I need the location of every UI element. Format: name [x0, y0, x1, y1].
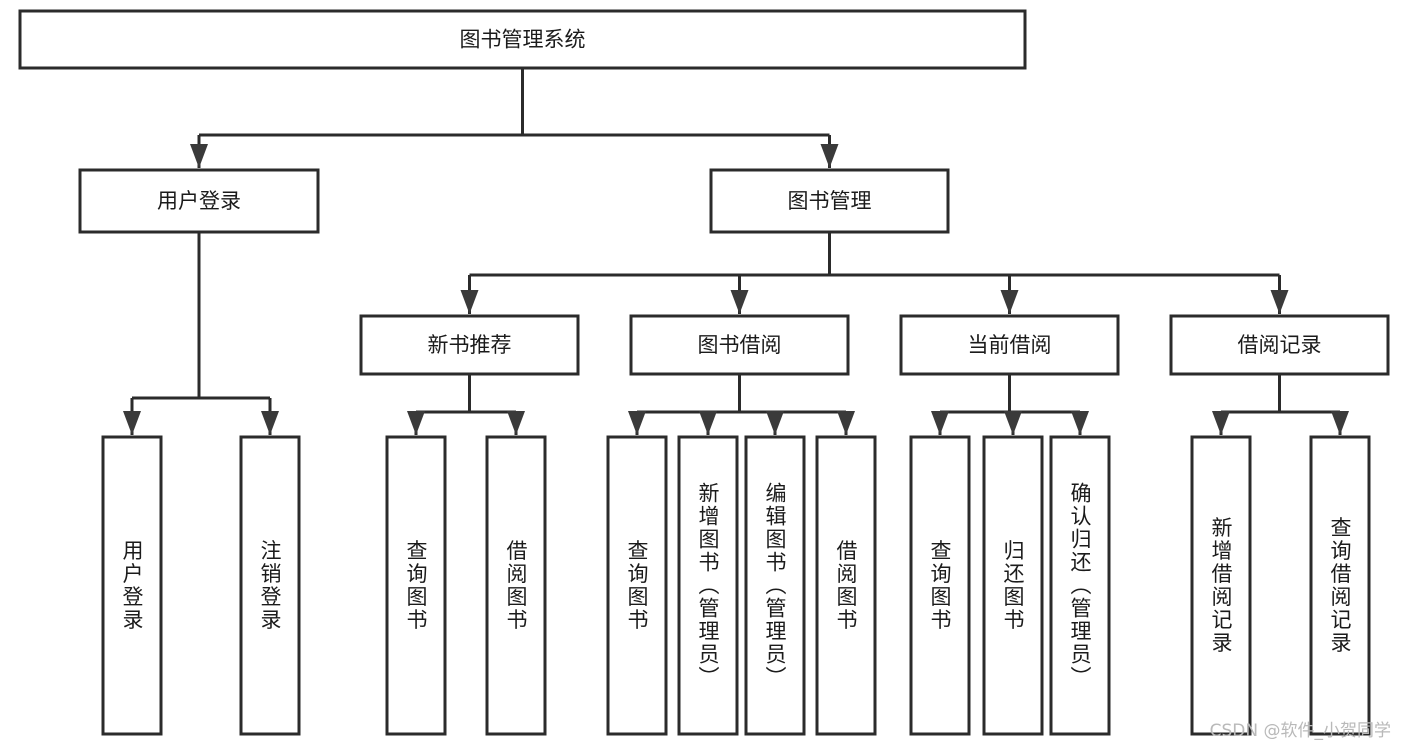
node-label: 借阅图书	[834, 540, 858, 632]
node-root[interactable]: 图书管理系统	[18, 9, 1027, 70]
node-box	[385, 435, 447, 736]
node-leaf-4[interactable]: 查询图书	[606, 435, 668, 736]
node-box	[1049, 435, 1111, 736]
node-box	[899, 314, 1120, 376]
node-label: 查询图书	[404, 540, 428, 632]
node-leaf-6[interactable]: 编辑图书（管理员）	[744, 435, 806, 736]
node-leaf-9[interactable]: 归还图书	[982, 435, 1044, 736]
arrow-head-icon	[407, 411, 425, 435]
arrow-head-icon	[1331, 411, 1349, 435]
node-level2-0[interactable]: 用户登录	[78, 168, 320, 234]
node-box	[744, 435, 806, 736]
arrow-head-icon	[1004, 411, 1022, 435]
node-box	[629, 314, 850, 376]
node-label: 借阅记录	[1238, 333, 1322, 357]
node-level3-1[interactable]: 图书借阅	[629, 314, 850, 376]
connector-layer	[123, 68, 1349, 435]
arrow-head-icon	[931, 411, 949, 435]
arrow-head-icon	[507, 411, 525, 435]
node-label: 新增借阅记录	[1209, 517, 1233, 655]
node-label: 新增图书（管理员）	[696, 482, 720, 689]
node-label: 用户登录	[120, 540, 144, 632]
node-box	[909, 435, 971, 736]
node-box	[1190, 435, 1252, 736]
node-box	[1169, 314, 1390, 376]
node-label: 注销登录	[258, 540, 282, 632]
arrow-head-icon	[1071, 411, 1089, 435]
node-box	[359, 314, 580, 376]
node-label: 查询借阅记录	[1328, 517, 1352, 655]
node-box	[18, 9, 1027, 70]
node-label: 归还图书	[1001, 540, 1025, 632]
node-label: 新书推荐	[428, 333, 512, 357]
node-box	[78, 168, 320, 234]
node-level3-2[interactable]: 当前借阅	[899, 314, 1120, 376]
node-leaf-2[interactable]: 查询图书	[385, 435, 447, 736]
node-box	[485, 435, 547, 736]
arrow-head-icon	[820, 144, 839, 168]
arrow-head-icon	[1212, 411, 1230, 435]
node-label: 借阅图书	[504, 540, 528, 632]
node-label: 查询图书	[928, 540, 952, 632]
node-leaf-11[interactable]: 新增借阅记录	[1190, 435, 1252, 736]
node-label: 用户登录	[157, 189, 241, 213]
arrow-head-icon	[699, 411, 717, 435]
node-label: 查询图书	[625, 540, 649, 632]
node-leaf-12[interactable]: 查询借阅记录	[1309, 435, 1371, 736]
node-label: 确认归还（管理员）	[1068, 482, 1092, 689]
node-box	[1309, 435, 1371, 736]
node-label: 编辑图书（管理员）	[763, 482, 787, 689]
node-box	[815, 435, 877, 736]
node-box	[606, 435, 668, 736]
node-label: 图书管理	[788, 189, 872, 213]
arrow-head-icon	[1270, 290, 1289, 314]
node-leaf-3[interactable]: 借阅图书	[485, 435, 547, 736]
arrow-head-icon	[628, 411, 646, 435]
arrow-head-icon	[190, 144, 208, 168]
node-label: 图书管理系统	[460, 28, 586, 52]
node-box	[101, 435, 163, 736]
arrow-head-icon	[730, 290, 749, 314]
node-leaf-0[interactable]: 用户登录	[101, 435, 163, 736]
arrow-head-icon	[766, 411, 784, 435]
node-box	[239, 435, 301, 736]
node-leaf-1[interactable]: 注销登录	[239, 435, 301, 736]
arrow-head-icon	[123, 411, 141, 435]
node-label: 图书借阅	[698, 333, 782, 357]
csdn-watermark: CSDN @软件_小贺同学	[1209, 721, 1391, 741]
arrow-head-icon	[837, 411, 855, 435]
node-box	[677, 435, 739, 736]
node-leaf-10[interactable]: 确认归还（管理员）	[1049, 435, 1111, 736]
node-leaf-5[interactable]: 新增图书（管理员）	[677, 435, 739, 736]
node-box	[709, 168, 950, 234]
arrow-head-icon	[460, 290, 479, 314]
arrow-head-icon	[1000, 290, 1019, 314]
node-label: 当前借阅	[968, 333, 1052, 357]
node-box	[982, 435, 1044, 736]
node-leaf-7[interactable]: 借阅图书	[815, 435, 877, 736]
node-leaf-8[interactable]: 查询图书	[909, 435, 971, 736]
arrow-head-icon	[261, 411, 279, 435]
node-layer: 图书管理系统用户登录图书管理新书推荐图书借阅当前借阅借阅记录用户登录注销登录查询…	[18, 9, 1390, 736]
node-level3-0[interactable]: 新书推荐	[359, 314, 580, 376]
node-level3-3[interactable]: 借阅记录	[1169, 314, 1390, 376]
node-level2-1[interactable]: 图书管理	[709, 168, 950, 234]
